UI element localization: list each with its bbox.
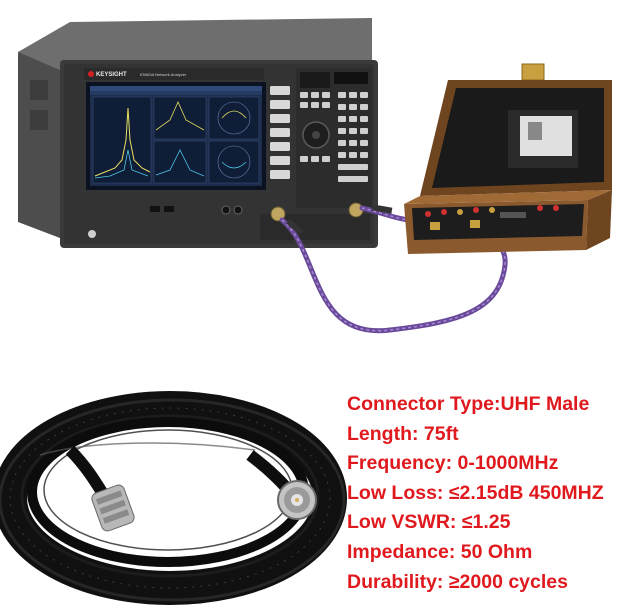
softkey[interactable]: [270, 86, 290, 95]
spec-connector-type: Connector Type:UHF Male: [347, 393, 590, 415]
calibration-kit-case: [404, 63, 612, 254]
network-analyzer: KEYSIGHT E5063A Network Analyzer: [18, 18, 378, 248]
spec-low-vswr: Low VSWR: ≤1.25: [347, 511, 511, 534]
softkey[interactable]: [270, 100, 290, 109]
spec-low-loss: Low Loss: ≤2.15dB 450MHZ: [347, 481, 604, 504]
softkey[interactable]: [270, 156, 290, 165]
softkey[interactable]: [270, 128, 290, 137]
control-keypad: [296, 68, 372, 208]
analyzer-screen: [86, 82, 266, 190]
port-1-connector-icon: [270, 206, 286, 222]
spec-durability: Durability: ≥2000 cycles: [347, 570, 568, 593]
softkey[interactable]: [270, 170, 290, 179]
softkey-column: [270, 86, 290, 179]
uhf-connector-left-icon: [91, 484, 135, 532]
analyzer-side-panel: [18, 52, 60, 238]
keysight-logo-icon: [88, 71, 94, 77]
softkey[interactable]: [270, 142, 290, 151]
brand-label: KEYSIGHT: [96, 72, 127, 78]
uhf-connector-right-icon: [277, 480, 317, 520]
usb-port-icon: [164, 206, 174, 212]
spec-length: Length: 75ft: [347, 422, 459, 445]
spec-frequency: Frequency: 0-1000MHz: [347, 452, 559, 475]
softkey[interactable]: [270, 114, 290, 123]
case-handle-icon: [521, 63, 545, 81]
spec-list: Connector Type:UHF Male Length: 75ft Fre…: [347, 390, 637, 597]
power-button-icon[interactable]: [88, 230, 96, 238]
usb-port-icon: [150, 206, 160, 212]
model-label: E5063A Network Analyzer: [140, 72, 187, 77]
spec-impedance: Impedance: 50 Ohm: [347, 540, 533, 563]
